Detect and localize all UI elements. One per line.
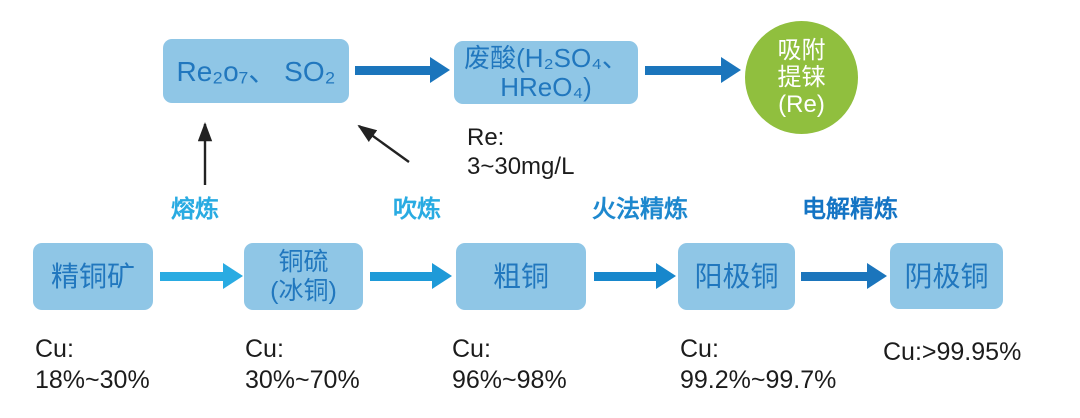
re-concentration-note: Re: 3~30mg/L bbox=[467, 123, 574, 181]
cu-note-2: Cu: 30%~70% bbox=[245, 334, 360, 396]
cu-note-4: Cu: 99.2%~99.7% bbox=[680, 334, 836, 396]
arrow-anode-to-cathode bbox=[801, 263, 887, 289]
blister-copper-label: 粗铜 bbox=[492, 261, 549, 292]
cu-note-4-line2: 99.2%~99.7% bbox=[680, 366, 837, 394]
concentrate-ore-box: 精铜矿 bbox=[33, 243, 153, 310]
re-note-line2: 3~30mg/L bbox=[467, 153, 575, 180]
cathode-copper-label: 阴极铜 bbox=[904, 260, 989, 292]
waste-acid-line2: HReO₄) bbox=[500, 71, 592, 102]
stage-label-smelting: 熔炼 bbox=[171, 196, 219, 223]
stage-label-fire-refining: 火法精炼 bbox=[592, 196, 688, 223]
anode-copper-label: 阳极铜 bbox=[694, 261, 779, 292]
arrow-blister-to-anode bbox=[594, 263, 676, 289]
adsorption-re-circle: 吸附 提铼 (Re) bbox=[745, 21, 858, 134]
adsorption-line1: 吸附 bbox=[777, 37, 826, 64]
copper-matte-line1: 铜硫 bbox=[278, 247, 329, 276]
cu-note-3: Cu: 96%~98% bbox=[452, 334, 567, 396]
adsorption-line2: 提铼 bbox=[777, 64, 826, 91]
cathode-copper-box: 阴极铜 bbox=[890, 243, 1003, 309]
arrow-waste-acid-to-adsorption bbox=[645, 57, 741, 83]
arrow-ore-to-matte bbox=[160, 263, 243, 289]
cu-note-2-line1: Cu: bbox=[245, 335, 284, 363]
cu-note-1-line1: Cu: bbox=[35, 335, 74, 363]
re2o7-so2-box: Re₂o₇、 SO₂ bbox=[163, 39, 349, 103]
re-note-line1: Re: bbox=[467, 124, 505, 151]
concentrate-ore-label: 精铜矿 bbox=[50, 261, 135, 292]
arrow-matte-to-blister bbox=[370, 263, 452, 289]
converting-gas-arrow bbox=[357, 124, 410, 163]
cu-note-1-line2: 18%~30% bbox=[35, 366, 150, 394]
re2o7-so2-label: Re₂o₇、 SO₂ bbox=[176, 55, 336, 87]
cu-note-5-line1: Cu:>99.95% bbox=[883, 338, 1022, 366]
cu-note-5: Cu:>99.95% bbox=[883, 337, 1021, 368]
cu-note-3-line2: 96%~98% bbox=[452, 366, 567, 394]
cu-note-2-line2: 30%~70% bbox=[245, 366, 360, 394]
stage-label-converting: 吹炼 bbox=[393, 196, 441, 223]
blister-copper-box: 粗铜 bbox=[456, 243, 586, 310]
stage-label-electrolytic-refining: 电解精炼 bbox=[802, 196, 898, 223]
adsorption-line3: (Re) bbox=[778, 91, 825, 118]
copper-matte-box: 铜硫 (冰铜) bbox=[244, 243, 363, 310]
cu-note-4-line1: Cu: bbox=[680, 335, 719, 363]
cu-note-3-line1: Cu: bbox=[452, 335, 491, 363]
copper-matte-line2: (冰铜) bbox=[270, 276, 337, 305]
waste-acid-box: 废酸(H₂SO₄、 HReO₄) bbox=[454, 41, 638, 104]
cu-note-1: Cu: 18%~30% bbox=[35, 334, 150, 396]
arrow-re2o7-to-waste-acid bbox=[355, 57, 450, 83]
waste-acid-line1: 废酸(H₂SO₄、 bbox=[464, 42, 628, 73]
anode-copper-box: 阳极铜 bbox=[678, 243, 795, 310]
